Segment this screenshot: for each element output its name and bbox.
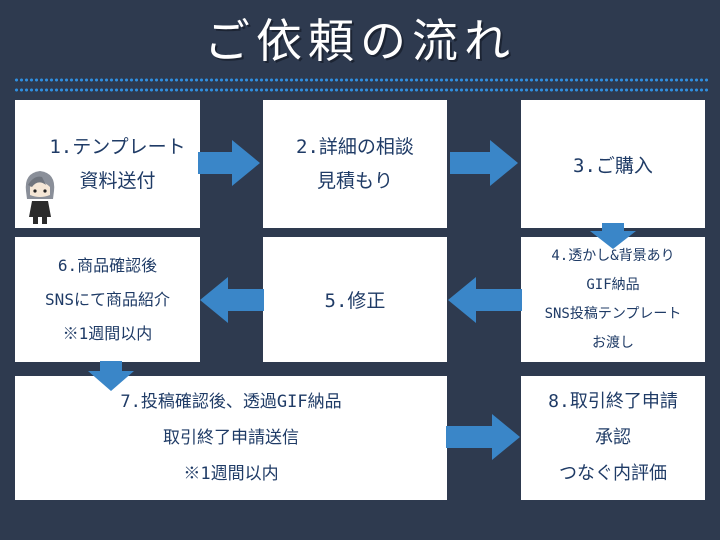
step-2-line-2: 見積もり: [316, 170, 393, 192]
step-4-box: 4.透かし&背景あり GIF納品 SNS投稿テンプレート お渡し: [521, 237, 705, 362]
dotted-divider-top: [14, 78, 710, 82]
step-8-line-2: 承認: [595, 427, 631, 448]
step-3-box: 3.ご購入: [521, 100, 705, 228]
step-8-box: 8.取引終了申請 承認 つなぐ内評価: [521, 376, 705, 500]
step-5-box: 5.修正: [263, 237, 447, 362]
step-7-line-2: 取引終了申請送信: [163, 428, 299, 448]
arrow-3-to-4-icon: [588, 223, 638, 249]
step-2-line-1: 2.詳細の相談: [296, 136, 414, 158]
arrow-1-to-2-icon: [198, 138, 262, 188]
step-4-line-4: お渡し: [592, 334, 634, 351]
dotted-divider-bottom: [14, 88, 710, 92]
page-title: ご依頼の流れ: [204, 14, 516, 68]
step-6-line-1: 6.商品確認後: [57, 255, 158, 275]
step-4-line-3: SNS投稿テンプレート: [544, 305, 682, 322]
chibi-character-icon: [25, 171, 55, 224]
step-3-line-1: 3.ご購入: [573, 154, 653, 177]
arrow-6-to-7-icon: [86, 361, 136, 391]
arrow-2-to-3-icon: [450, 138, 520, 188]
step-2-box: 2.詳細の相談 見積もり: [263, 100, 447, 228]
step-4-line-1: 4.透かし&背景あり: [551, 247, 675, 264]
step-6-line-2: SNSにて商品紹介: [45, 289, 170, 309]
arrow-5-to-6-icon: [198, 275, 264, 325]
step-6-line-3: ※1週間以内: [62, 323, 153, 343]
step-7-box: 7.投稿確認後、透過GIF納品 取引終了申請送信 ※1週間以内: [15, 376, 447, 500]
step-7-line-1: 7.投稿確認後、透過GIF納品: [120, 392, 342, 412]
step-8-line-3: つなぐ内評価: [559, 463, 667, 484]
step-5-line-1: 5.修正: [324, 290, 386, 312]
arrow-7-to-8-icon: [446, 412, 522, 462]
step-8-line-1: 8.取引終了申請: [548, 391, 678, 412]
step-7-line-3: ※1週間以内: [183, 464, 279, 484]
arrow-4-to-5-icon: [446, 275, 522, 325]
step-1-line-2: 資料送付: [79, 170, 156, 192]
step-6-box: 6.商品確認後 SNSにて商品紹介 ※1週間以内: [15, 237, 200, 362]
step-1-line-1: 1.テンプレート: [49, 136, 186, 158]
step-4-line-2: GIF納品: [586, 276, 640, 293]
